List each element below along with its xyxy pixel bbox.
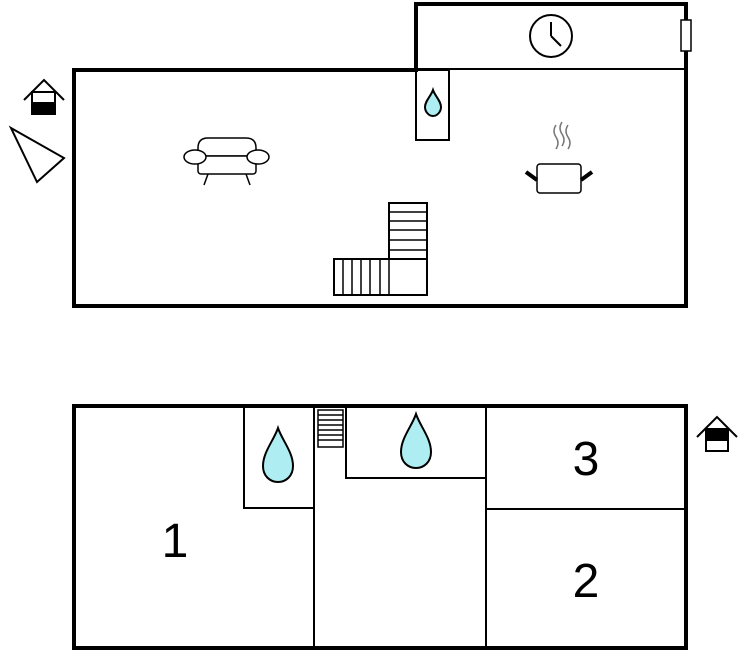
- staircase-icon: [317, 409, 344, 448]
- room-2-label: 2: [573, 555, 600, 608]
- sofa-icon: [183, 137, 270, 186]
- lower-floor-outline: [72, 404, 688, 650]
- room-1-label: 1: [162, 515, 189, 568]
- shower-drop-icon: [399, 410, 433, 470]
- cooking-pot-icon: [524, 121, 594, 194]
- shower-drop-icon: [423, 86, 443, 118]
- staircase-icon: [333, 202, 428, 296]
- lower-floor: 1 2 3: [72, 404, 738, 650]
- radiator-icon: [680, 19, 692, 52]
- upper-floor: [8, 2, 692, 308]
- room-3-label: 3: [573, 433, 600, 486]
- upper-shower-closet: [415, 69, 450, 141]
- bathroom-left-wall: [243, 406, 314, 509]
- clock-icon: [529, 14, 573, 58]
- entrance-icon: [696, 415, 738, 452]
- shower-drop-icon: [261, 424, 295, 484]
- entrance-icon: [23, 78, 65, 115]
- compass-icon: [8, 125, 66, 184]
- bathroom-center-wall: [345, 406, 486, 479]
